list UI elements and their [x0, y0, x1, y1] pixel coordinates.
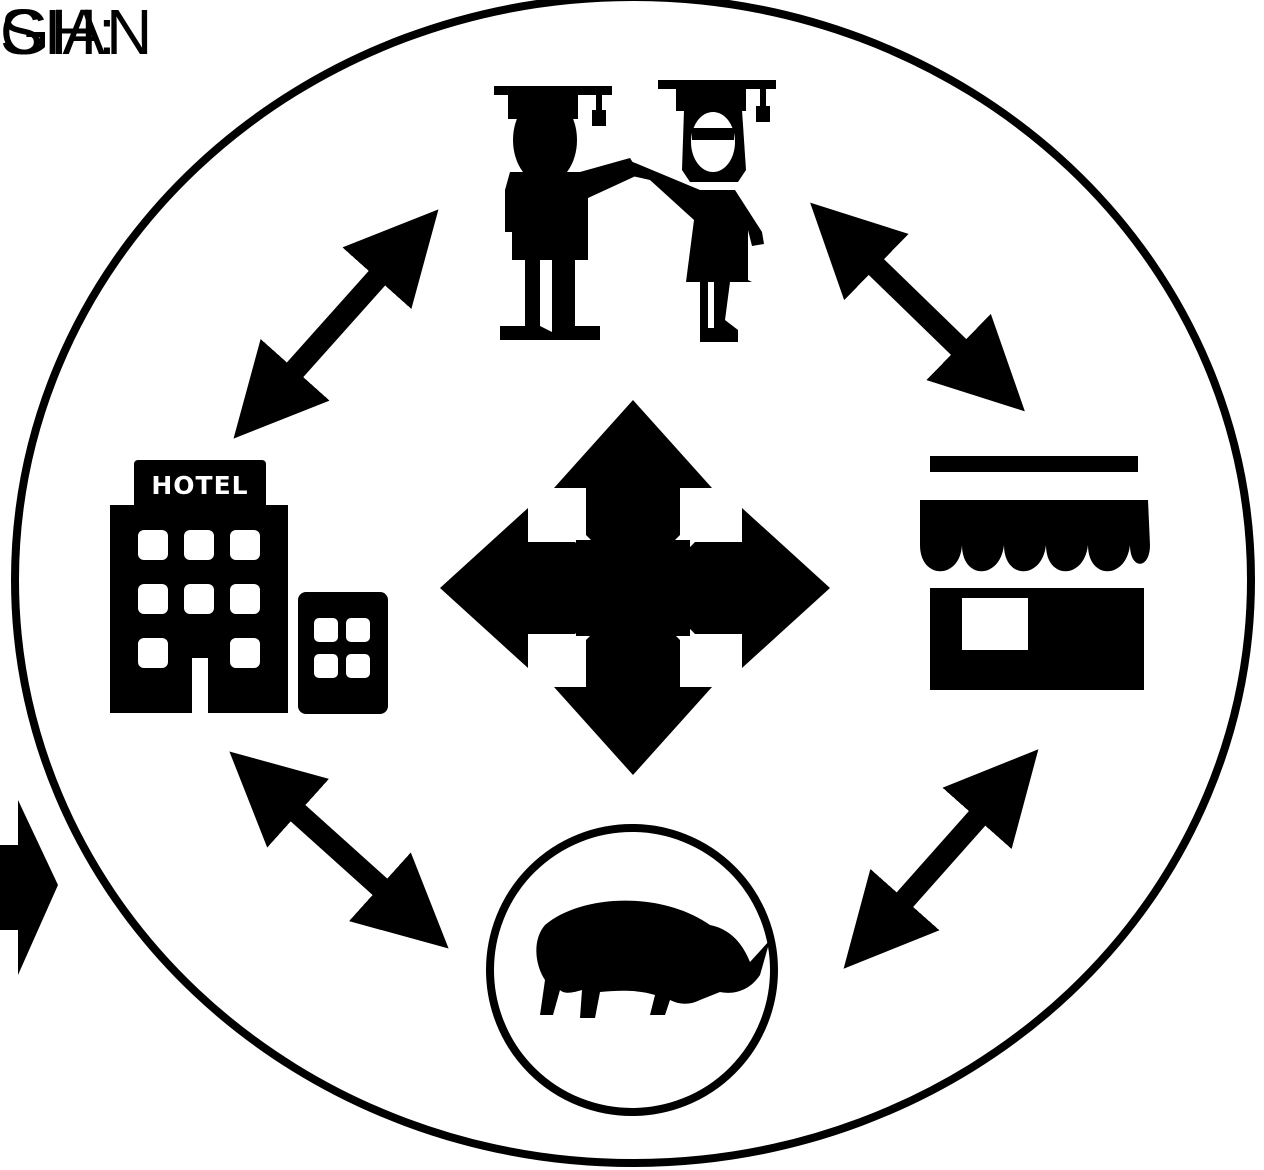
arrow-graduates-shop — [810, 202, 1025, 412]
outer-circle — [11, 0, 1255, 1167]
rhino-icon — [486, 824, 778, 1116]
incoming-arrow-icon — [0, 800, 58, 975]
hotel-sign-label: HOTEL — [151, 471, 248, 500]
arrow-hotel-graduates — [233, 209, 439, 439]
graduates-icon — [494, 80, 776, 342]
move-arrows-icon — [440, 400, 830, 775]
heading-fragment-line2: GH: — [0, 0, 117, 68]
shop-icon — [920, 456, 1150, 690]
arrow-rhino-shop — [843, 749, 1039, 969]
heading-fragment-line1: SIAN — [0, 0, 154, 68]
hotel-icon: HOTEL — [110, 460, 388, 714]
arrow-hotel-rhino — [229, 751, 449, 949]
